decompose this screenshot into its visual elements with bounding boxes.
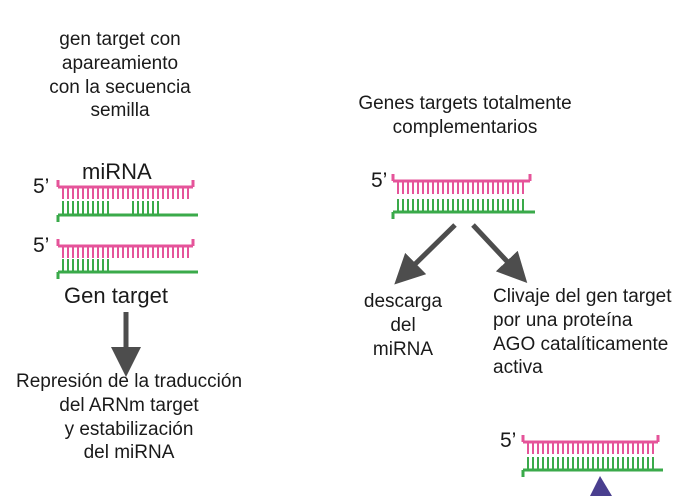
outcome-line: y estabilización [64, 418, 194, 440]
cleaved-duplex [521, 435, 663, 477]
complementary-duplex [391, 174, 535, 219]
five-prime-label: 5’ [500, 429, 517, 452]
heading-line: con la secuencia [49, 76, 191, 98]
mirna-label: miRNA [82, 159, 152, 184]
gen-target-label: Gen target [64, 283, 168, 308]
heading-line: semilla [90, 100, 150, 122]
outcome-line: Clivaje del gen target [493, 286, 672, 307]
outcome-line: miRNA [372, 338, 434, 360]
heading-line: apareamiento [61, 52, 179, 74]
arrow-left-down-icon [394, 223, 457, 285]
seed-pairing-heading: gen target con apareamiento con la secue… [20, 28, 220, 123]
five-prime-label: 5’ [371, 169, 388, 192]
outcome-line: del [390, 314, 416, 336]
full-complementary-heading: Genes targets totalmente complementarios [320, 92, 610, 140]
repression-outcome-text: Represión de la traducción del ARNm targ… [0, 370, 258, 465]
seed-duplex-top [56, 180, 198, 222]
heading-line: complementarios [392, 116, 538, 138]
outcome-line: Represión de la traducción [15, 371, 243, 392]
mirna-unloading-text: descarga del miRNA [348, 290, 458, 361]
five-prime-label: 5’ [33, 175, 50, 198]
outcome-line: activa [493, 357, 543, 379]
arrow-right-down-icon [471, 223, 528, 283]
cleavage-outcome-text: Clivaje del gen target por una proteína … [493, 285, 678, 380]
outcome-line: descarga [363, 291, 443, 312]
heading-line: Genes targets totalmente [358, 93, 572, 114]
outcome-line: AGO catalíticamente [493, 333, 669, 355]
heading-line: gen target con [59, 29, 181, 50]
seed-duplex-bottom [56, 239, 198, 279]
five-prime-label: 5’ [33, 234, 50, 257]
outcome-line: del ARNm target [59, 394, 199, 416]
cleavage-site-icon [590, 476, 612, 496]
outcome-line: del miRNA [83, 442, 175, 464]
outcome-line: por una proteína [493, 309, 633, 331]
